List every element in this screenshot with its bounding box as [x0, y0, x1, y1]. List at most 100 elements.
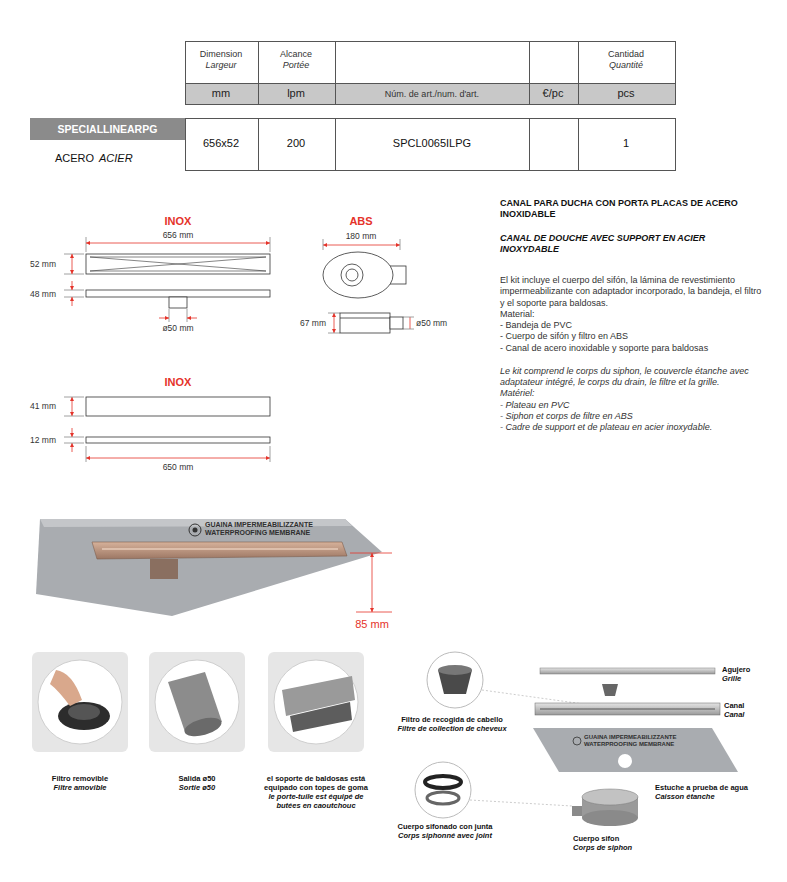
table-header: Cantidad [581, 49, 671, 60]
product-photo [193, 528, 198, 533]
table-header: Largeur [186, 60, 256, 71]
part-label: Corps de siphon [573, 843, 663, 852]
part-label: Agujero [722, 665, 782, 674]
dimension-label: 52 mm [30, 259, 62, 269]
siphon-drawing [346, 269, 358, 281]
tile-holder-drawing [64, 397, 84, 443]
drawing-title: INOX [148, 215, 208, 228]
part-label: Grille [722, 674, 782, 683]
dimension-label: 656 mm [148, 230, 208, 240]
tile-holder-drawing [86, 446, 270, 462]
table-grid [186, 42, 676, 105]
siphon-drawing [323, 252, 393, 298]
part-label: Estuche a prueba de agua [655, 783, 765, 792]
detail-photos [274, 660, 358, 744]
channel-drawing [169, 309, 187, 322]
description-text: - Siphon et corps de filtre en ABS [500, 411, 765, 422]
part-label: Canal [724, 710, 782, 719]
drawing-title: ABS [336, 215, 386, 228]
dimension-lines [72, 428, 73, 437]
dimension-lines [72, 443, 73, 452]
description-text: - Cuerpo de sifón y filtro en ABS [500, 331, 765, 342]
detail-photos [32, 652, 128, 752]
description-text: - Cadre de support et de plateau en acie… [500, 422, 765, 433]
dimension-lines [86, 458, 270, 459]
exploded-view [618, 754, 632, 768]
dimension-label: 85 mm [347, 618, 397, 631]
table-cell: 200 [261, 137, 331, 150]
exploded-view [582, 810, 638, 826]
product-photo [102, 548, 338, 550]
siphon-drawing [340, 318, 390, 319]
product-photo [36, 519, 392, 616]
siphon-drawing [323, 239, 414, 333]
dimension-label: ø50 mm [148, 323, 208, 333]
siphon-drawing [340, 313, 390, 333]
siphon-drawing [390, 317, 403, 329]
table-grid [259, 42, 579, 105]
exploded-view [535, 703, 720, 715]
dimension-label: 67 mm [300, 318, 330, 328]
description-text: El kit incluye el cuerpo del sifón, la l… [500, 275, 765, 309]
dimension-lines [187, 318, 197, 319]
photo-caption: Salida ø50 [147, 774, 247, 783]
table-header: Alcance [261, 49, 331, 60]
channel-drawing [64, 254, 84, 297]
table-header: lpm [261, 87, 331, 100]
exploded-view [425, 776, 461, 788]
tile-holder-drawing [86, 397, 270, 416]
product-photo [350, 553, 392, 612]
siphon-drawing [341, 264, 363, 286]
exploded-view [415, 762, 471, 818]
membrane-print: WATERPROOFING MEMBRANE [205, 529, 355, 537]
dimension-lines [159, 318, 169, 319]
table-header: Portée [261, 60, 331, 71]
description-title: CANAL PARA DUCHA CON PORTA PLACAS DE ACE… [500, 198, 765, 221]
detail-photos [149, 652, 245, 752]
photo-caption: Sortie ø50 [147, 783, 247, 792]
dimension-lines [86, 243, 270, 244]
table-grid [186, 119, 676, 171]
table-header: pcs [581, 87, 671, 100]
description-text: - Canal de acero inoxidable y soporte pa… [500, 343, 765, 354]
exploded-view [427, 792, 459, 804]
exploded-view [540, 709, 715, 710]
membrane-print: GUAINA IMPERMEABILIZZANTE [205, 521, 355, 529]
product-photo [36, 519, 382, 616]
photo-caption: Filtro removible [30, 774, 130, 783]
description-text: Material: [500, 309, 765, 320]
description-title: CANAL DE DOUCHE AVEC SUPPORT EN ACIER IN… [500, 233, 765, 256]
exploded-view [427, 652, 483, 708]
table-header: €/pc [530, 87, 576, 100]
detail-photos [58, 702, 110, 730]
dimension-lines [72, 297, 73, 306]
tile-holder-drawing [86, 437, 270, 443]
detail-photos [32, 652, 364, 752]
dimension-label: ø50 mm [416, 318, 466, 328]
table-header: Quantité [581, 60, 671, 71]
part-label: Filtro de recogida de cabello [387, 715, 517, 724]
channel-drawing [86, 254, 270, 274]
part-label: Filtre de collection de cheveux [387, 724, 517, 733]
channel-drawing [64, 237, 270, 322]
description-text: - Bandeja de PVC [500, 320, 765, 331]
membrane-print: GUAINA IMPERMEABILIZZANTE [584, 734, 704, 741]
detail-photos [50, 670, 82, 706]
product-name: SPECIALLINEARPG [58, 123, 158, 135]
channel-drawing [86, 290, 270, 297]
tile-holder-drawing [64, 397, 270, 462]
part-label: Canal [724, 701, 782, 710]
dimension-lines [323, 245, 400, 246]
product-photo [150, 559, 178, 579]
exploded-view [540, 668, 715, 674]
table-cell: 656x52 [186, 137, 256, 150]
part-label: Corps siphonné avec joint [380, 831, 510, 840]
product-photo [189, 524, 201, 536]
description-text: Le kit comprend le corps du siphon, le c… [500, 366, 765, 389]
table-cell: 1 [581, 137, 671, 150]
channel-drawing [169, 297, 187, 308]
dimension-lines [72, 254, 73, 274]
channel-drawing [90, 257, 266, 271]
exploded-view [438, 665, 472, 675]
drawing-title: INOX [148, 376, 208, 389]
